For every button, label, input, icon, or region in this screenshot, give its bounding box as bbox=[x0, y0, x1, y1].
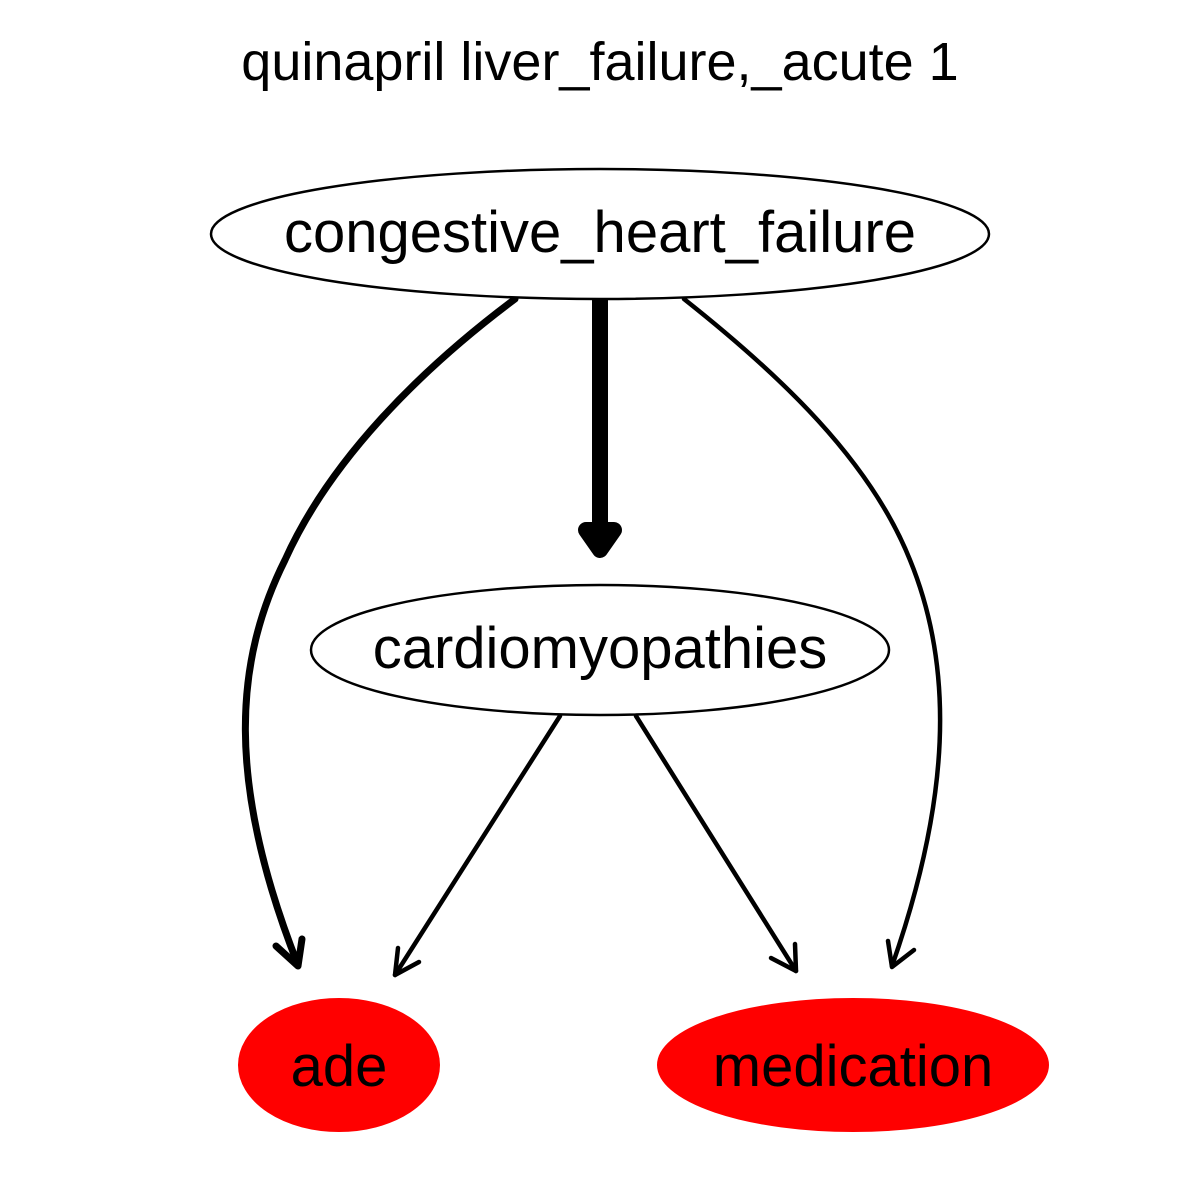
edge-chf-to-medication bbox=[681, 296, 943, 970]
node-congestive-heart-failure[interactable]: congestive_heart_failure bbox=[209, 167, 991, 301]
node-cardiomyopathies[interactable]: cardiomyopathies bbox=[309, 583, 891, 717]
node-label: medication bbox=[713, 1034, 993, 1099]
edges bbox=[241, 292, 943, 978]
node-medication[interactable]: medication bbox=[657, 998, 1049, 1132]
arrowhead-icon bbox=[885, 938, 917, 970]
arrowhead-icon bbox=[578, 522, 622, 558]
node-shape bbox=[657, 998, 1049, 1132]
edge-chf-to-ade bbox=[241, 295, 519, 970]
node-label: congestive_heart_failure bbox=[284, 200, 916, 265]
node-shape bbox=[309, 583, 891, 717]
graph-title: quinapril liver_failure,_acute 1 bbox=[241, 32, 958, 92]
edge-cardiomyopathies-to-medication bbox=[633, 713, 799, 974]
edge-cardiomyopathies-to-ade bbox=[392, 713, 563, 978]
node-label: cardiomyopathies bbox=[373, 616, 828, 681]
node-ade[interactable]: ade bbox=[238, 998, 440, 1132]
arrowhead-icon bbox=[272, 935, 306, 970]
edge-chf-to-cardiomyopathies bbox=[578, 292, 622, 558]
node-shape bbox=[238, 998, 440, 1132]
arrowhead-icon bbox=[392, 945, 422, 978]
arrowhead-icon bbox=[768, 941, 799, 974]
node-shape bbox=[209, 167, 991, 301]
node-label: ade bbox=[291, 1034, 388, 1099]
